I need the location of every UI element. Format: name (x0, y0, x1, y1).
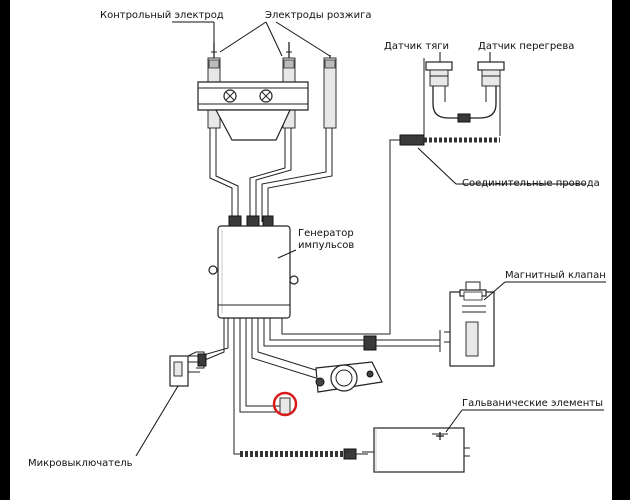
highlight-circle (272, 391, 298, 417)
valve-connector (363, 335, 377, 351)
overheat-sensor (470, 61, 505, 119)
magnetic-valve (439, 281, 495, 367)
connecting-wires (399, 134, 500, 146)
label-microswitch: Микровыключатель (28, 458, 133, 469)
highlighted-part (272, 391, 298, 417)
label-connecting-wires: Соединительные провода (462, 178, 600, 189)
label-galvanic-cells: Гальванические элементы (462, 398, 603, 409)
draft-sensor (425, 61, 458, 119)
left-frame-edge (0, 0, 10, 500)
label-overheat-sensor: Датчик перегрева (478, 41, 574, 52)
label-pulse-generator-1: Генератор (298, 228, 354, 239)
label-ignition-electrodes: Электроды розжига (265, 10, 372, 21)
electrode-bracket (197, 81, 309, 111)
microswitch (169, 351, 207, 387)
label-draft-sensor: Датчик тяги (384, 41, 449, 52)
generator-output-wires (188, 139, 400, 455)
clamp-assembly (315, 361, 383, 393)
electrode-wires (209, 128, 333, 227)
sensor-connector (457, 113, 471, 123)
pulse-generator (208, 225, 299, 319)
label-pulse-generator-2: импульсов (298, 240, 354, 251)
ignition-electrode-2 (323, 57, 337, 129)
right-frame-edge (612, 0, 630, 500)
label-control-electrode: Контрольный электрод (100, 10, 224, 21)
electrode-assembly (197, 42, 337, 141)
galvanic-cells (362, 427, 470, 473)
battery-wire (240, 448, 368, 460)
leader-lines (135, 21, 606, 457)
label-magnetic-valve: Магнитный клапан (505, 270, 606, 281)
